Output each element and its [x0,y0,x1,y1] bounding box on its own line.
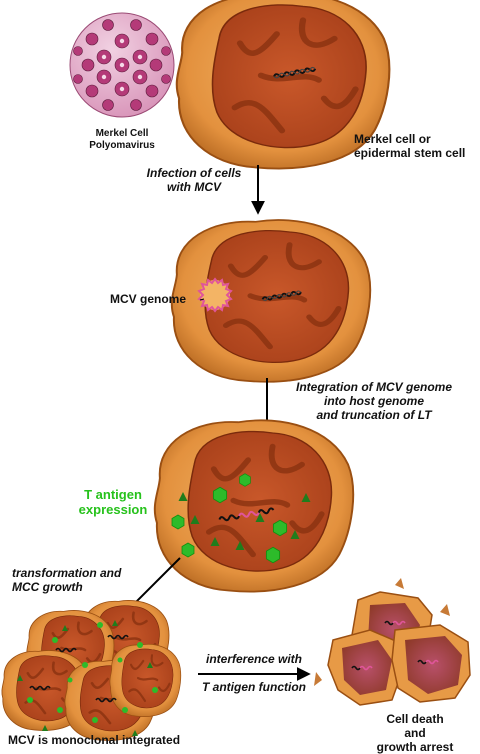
outcome-label: Cell death and growth arrest [376,712,454,754]
interference-step-label: interference with T antigen function [202,652,306,694]
mcv-episome [197,277,233,313]
dying-cells [314,578,471,706]
transformation-step-label: transformation and MCC growth [12,566,122,594]
genome-pointer [199,298,205,301]
mcv-genome-label: MCV genome [110,292,187,306]
integration-step-label: Integration of MCV genome into host geno… [296,380,452,422]
integrated-dna [218,507,275,522]
infection-step-label: Infection of cells with MCV [146,166,242,194]
polyomavirus-virion [69,12,175,118]
t-antigen-label: T antigen expression [78,487,148,517]
tumor-cell-cluster [0,599,182,742]
monoclonal-label: MCV is monoclonal integrated [8,733,181,747]
t-antigen-cell [155,420,353,591]
host-cell-label: Merkel cell or epidermal stem cell [354,132,466,160]
virus-label: Merkel Cell Polyomavirus [89,128,155,151]
